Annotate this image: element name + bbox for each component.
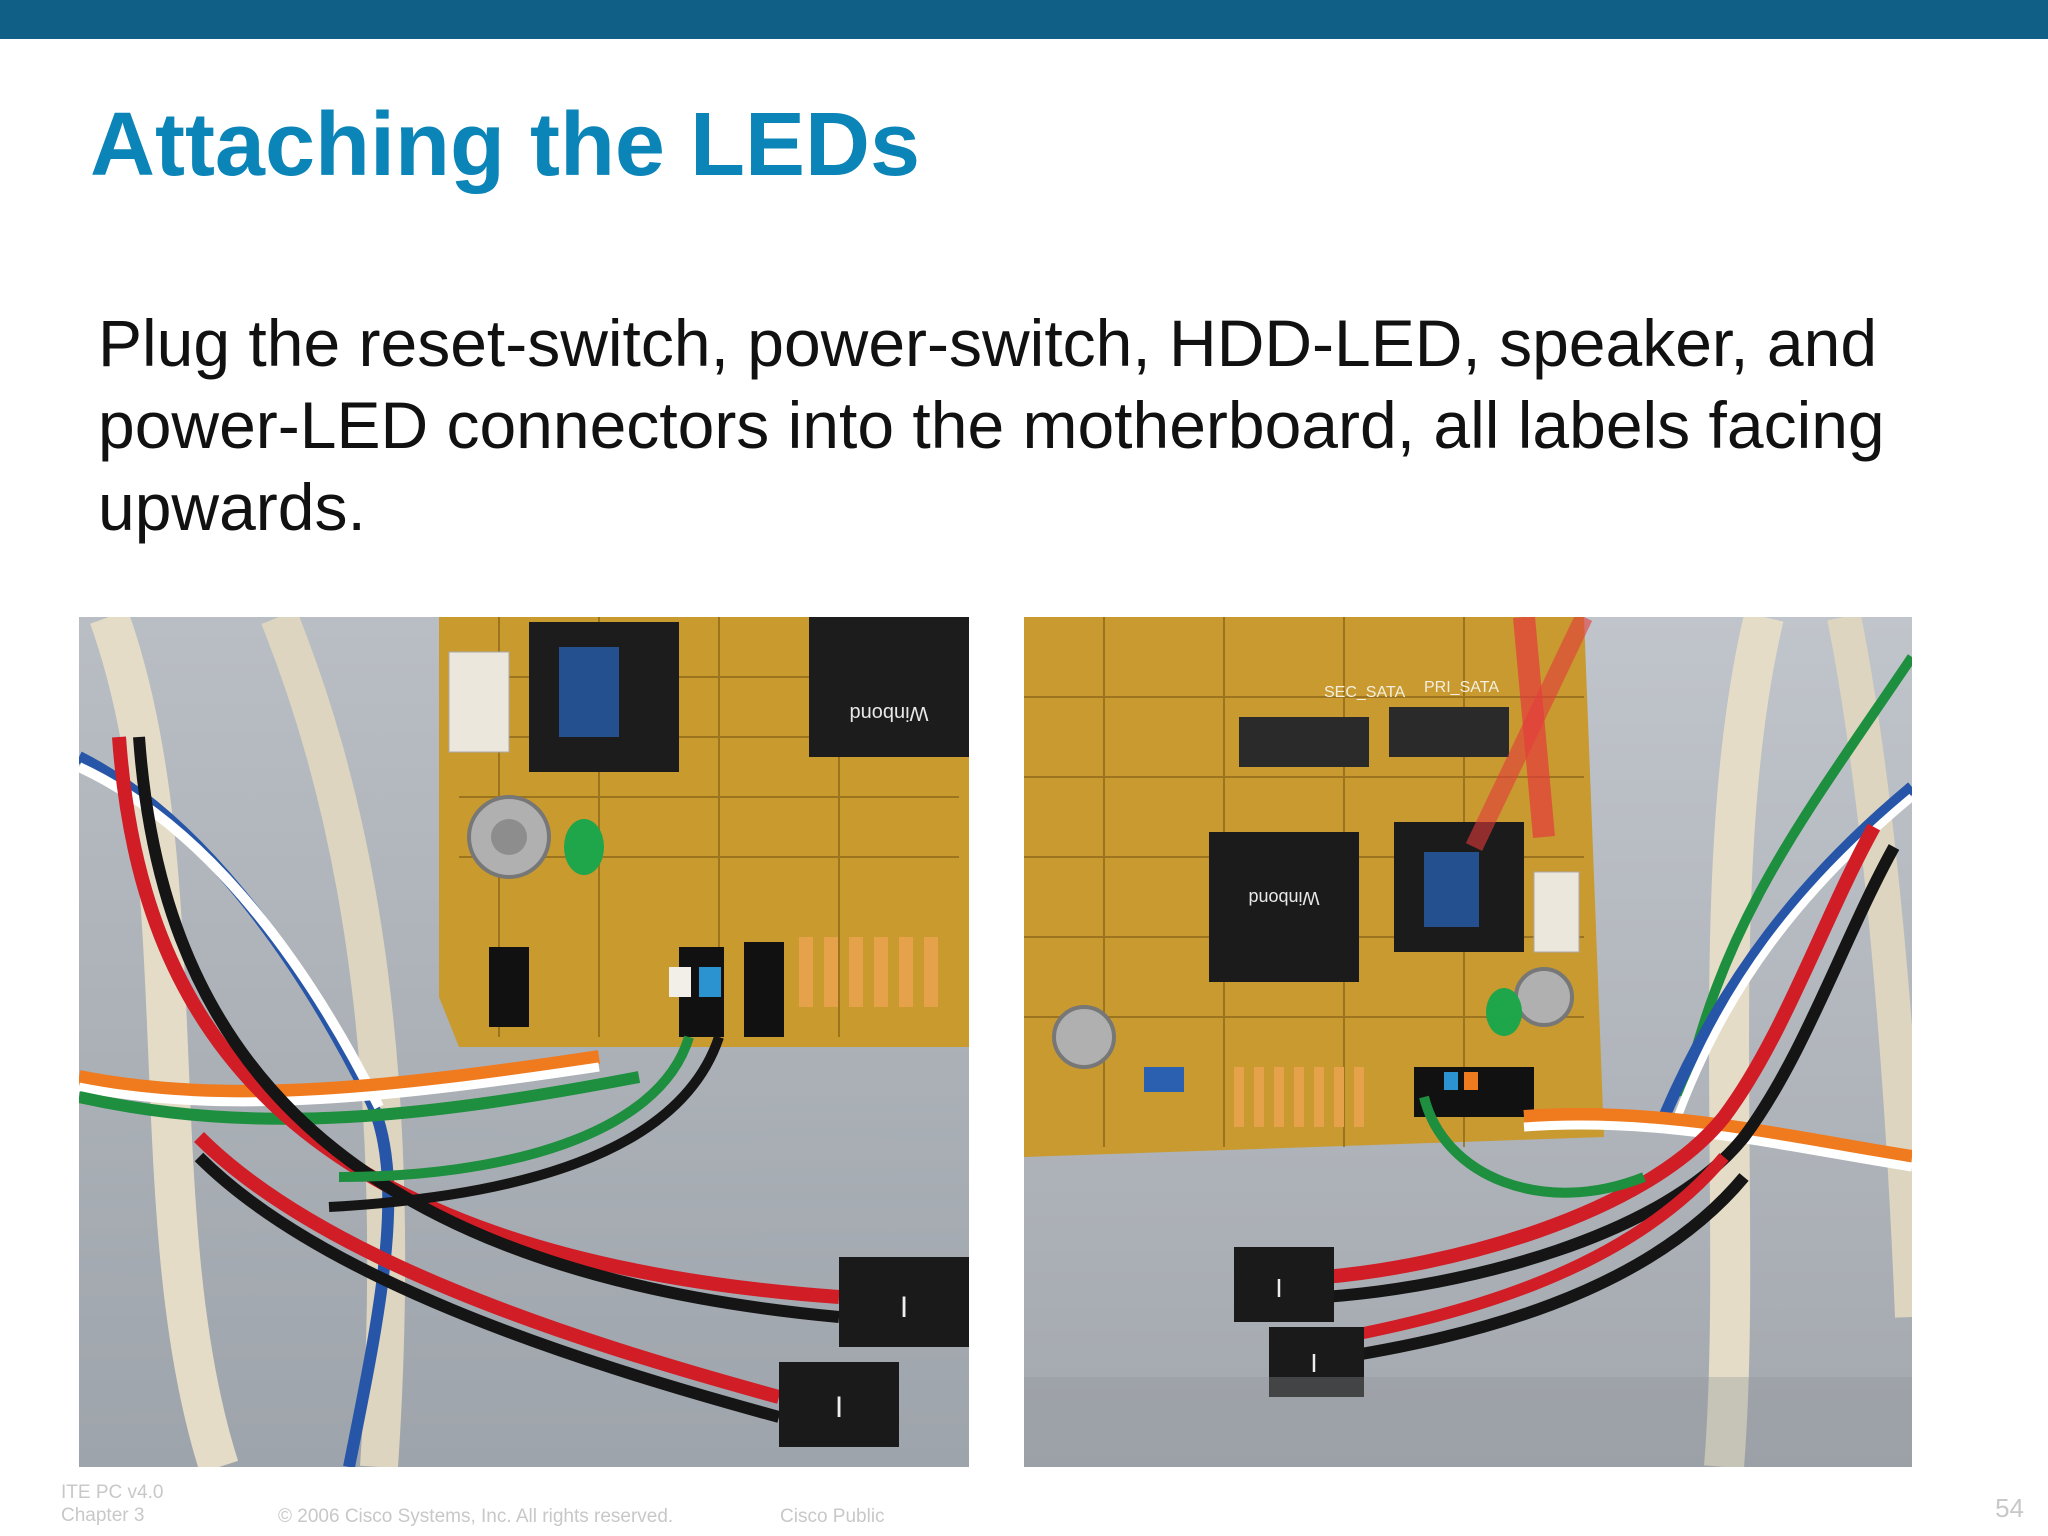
photo-left-illustration: Winbond I xyxy=(79,617,969,1467)
chip-winbond-right-label: Winbond xyxy=(1248,888,1319,908)
chip-winbond-right xyxy=(1209,832,1359,982)
photo-motherboard-leds-closeup: Winbond I xyxy=(79,617,969,1467)
footer-chapter: Chapter 3 xyxy=(61,1505,145,1526)
footer-classification: Cisco Public xyxy=(780,1506,885,1527)
connector-mark-left-2: I xyxy=(835,1391,843,1424)
board-label-sec-sata: SEC_SATA xyxy=(1324,684,1406,701)
photo-right-illustration: SEC_SATA PRI_SATA Winbond xyxy=(1024,617,1912,1467)
footer-copyright: © 2006 Cisco Systems, Inc. All rights re… xyxy=(278,1506,674,1527)
slide-body-text: Plug the reset-switch, power-switch, HDD… xyxy=(98,306,1885,544)
photo-motherboard-leds-wide: SEC_SATA PRI_SATA Winbond xyxy=(1024,617,1912,1467)
slide-title: Attaching the LEDs xyxy=(90,95,921,195)
board-label-pri-sata: PRI_SATA xyxy=(1424,679,1499,696)
footer-course: ITE PC v4.0 xyxy=(61,1482,164,1503)
connector-end-right-1 xyxy=(1234,1247,1334,1322)
connector-mark-left-1: I xyxy=(900,1291,908,1324)
connector-end-left-2 xyxy=(779,1362,899,1447)
chip-winbond-left xyxy=(809,617,969,757)
chip-winbond-left-label: Winbond xyxy=(850,702,929,724)
connector-mark-right-2: I xyxy=(1310,1348,1317,1378)
top-bar xyxy=(0,0,2048,39)
connector-end-left-1 xyxy=(839,1257,969,1347)
connector-end-right-2 xyxy=(1269,1327,1364,1397)
connector-mark-right-1: I xyxy=(1275,1273,1282,1303)
page-number: 54 xyxy=(1995,1493,2024,1523)
